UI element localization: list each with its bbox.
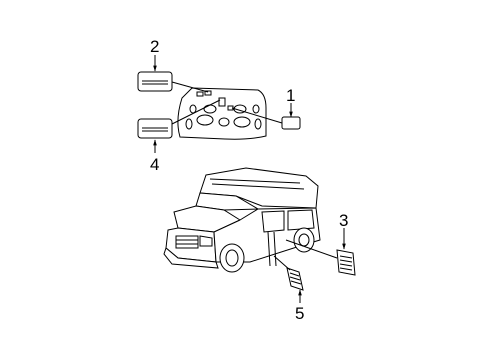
leader-3	[285, 239, 338, 259]
label-part-2	[137, 71, 173, 92]
callout-number-1: 1	[286, 86, 295, 105]
label-part-5	[286, 267, 304, 291]
callout-number-4: 4	[150, 155, 159, 174]
hood-panel	[177, 87, 267, 140]
vehicle-illustration	[163, 167, 321, 273]
leader-5	[273, 255, 291, 271]
label-part-4	[137, 118, 173, 139]
callout-number-3: 3	[339, 211, 348, 230]
callout-number-5: 5	[295, 304, 304, 323]
callout-number-2: 2	[150, 37, 159, 56]
label-part-3	[336, 249, 356, 276]
leader-1	[231, 107, 283, 124]
label-part-1	[281, 116, 301, 130]
leader-4	[171, 99, 221, 125]
leader-2	[171, 81, 209, 93]
